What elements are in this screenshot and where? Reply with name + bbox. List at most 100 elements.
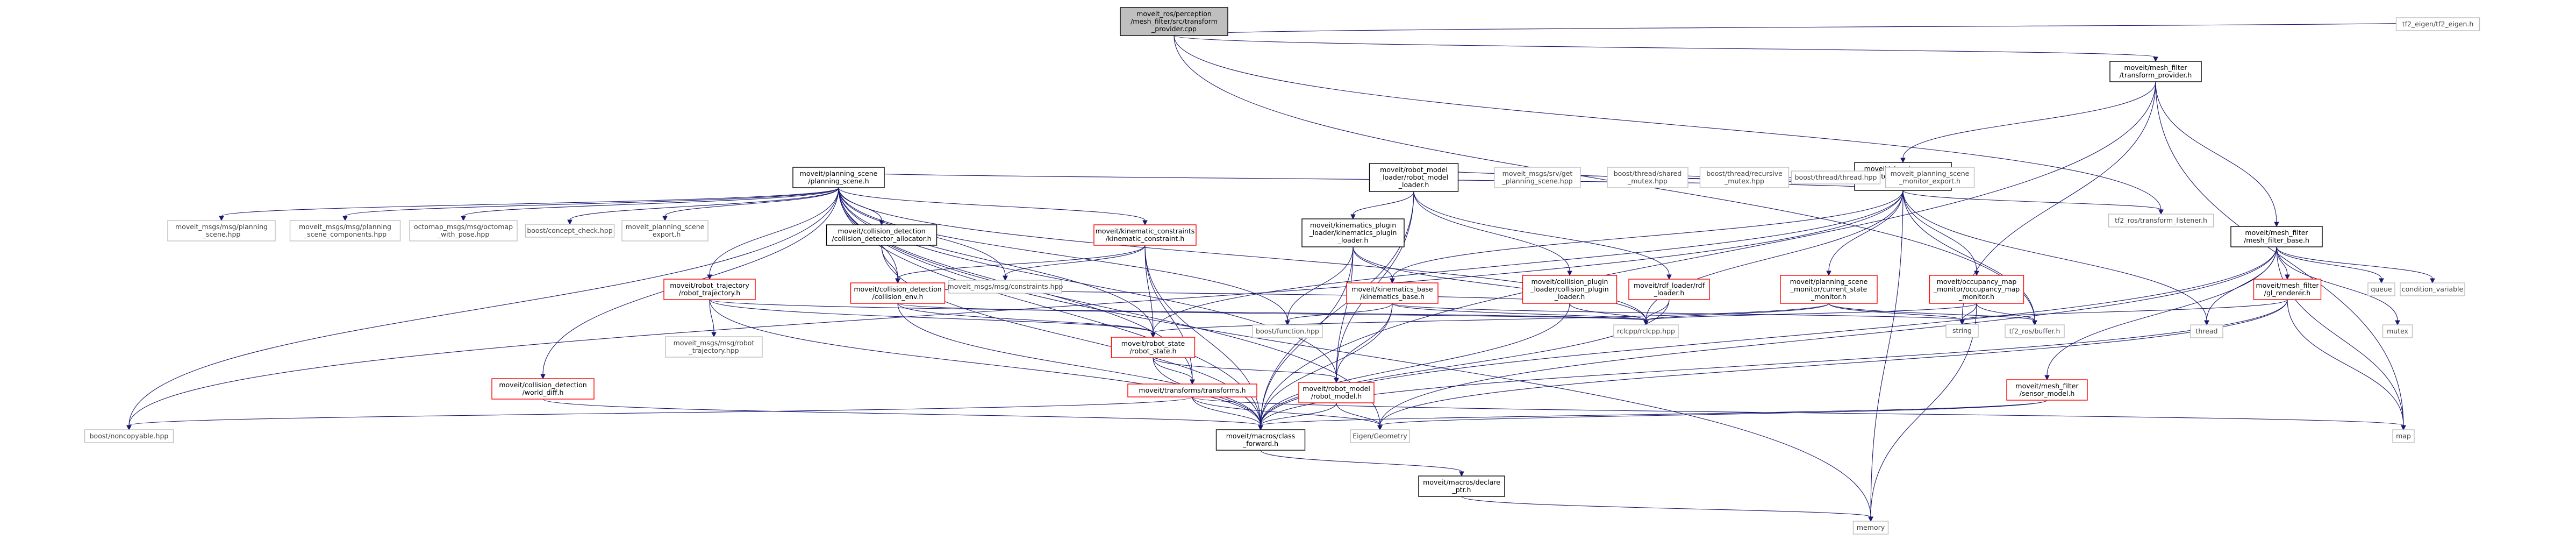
node-tf2buf: tf2_ros/buffer.h — [2005, 324, 2065, 338]
node-label-line: tf2_eigen/tf2_eigen.h — [2402, 20, 2474, 28]
node-box — [1111, 337, 1196, 358]
node-rs[interactable]: moveit/robot_state/robot_state.h — [1111, 337, 1196, 358]
node-label-line: _monitor_export.h — [1899, 177, 1960, 185]
edge-psm-to-memory — [1868, 190, 1904, 522]
node-root[interactable]: moveit_ros/perception/mesh_filter/src/tr… — [1120, 7, 1228, 36]
node-omm[interactable]: moveit/occupancy_map_monitor/occupancy_m… — [1929, 275, 2024, 304]
node-tp[interactable]: moveit/mesh_filter/transform_provider.h — [2109, 61, 2202, 82]
node-mmps: moveit_msgs/srv/get_planning_scene.hpp — [1494, 167, 1581, 188]
node-label-line: queue — [2371, 285, 2392, 293]
node-box — [948, 280, 1062, 294]
edge-ce-to-cf — [897, 303, 1263, 431]
node-dp[interactable]: moveit/macros/declare_ptr.h — [1418, 475, 1505, 497]
node-label-line: moveit/collision_detection — [854, 285, 941, 293]
node-box — [289, 220, 401, 241]
node-label-line: moveit/mesh_filter — [2245, 229, 2308, 237]
node-label-line: moveit/kinematics_base — [1351, 285, 1433, 293]
node-label-line: /robot_model.h — [1311, 392, 1362, 400]
node-label-line: /robot_state.h — [1129, 347, 1176, 355]
node-box — [1418, 475, 1505, 497]
node-condvar: condition_variable — [2400, 282, 2465, 296]
node-label-line: _loader.h — [1654, 289, 1685, 297]
edge-psm-to-csm — [1826, 190, 1904, 276]
node-label-line: moveit/mesh_filter — [2256, 281, 2319, 289]
node-label-line: moveit/transforms/transforms.h — [1139, 386, 1246, 394]
node-label-line: _scene_components.hpp — [303, 230, 387, 238]
node-mfb[interactable]: moveit/mesh_filter/mesh_filter_base.h — [2230, 226, 2323, 247]
node-ps[interactable]: moveit/planning_scene/planning_scene.h — [792, 167, 885, 188]
node-label-line: moveit/kinematic_constraints — [1096, 227, 1195, 235]
node-label-line: tf2_ros/buffer.h — [2009, 327, 2060, 335]
edge-ps-to-bfunc — [838, 187, 1290, 326]
node-label-line: /world_diff.h — [523, 388, 564, 396]
edge-mfb-to-mutex — [2276, 246, 2400, 326]
node-tf2listener: tf2_ros/transform_listener.h — [2108, 214, 2214, 228]
node-rm[interactable]: moveit/robot_model/robot_model.h — [1298, 382, 1375, 403]
node-cpl[interactable]: moveit/collision_plugin_loader/collision… — [1522, 275, 1618, 304]
node-box — [1494, 167, 1581, 188]
node-mmconstr: moveit_msgs/msg/constraints.hpp — [948, 280, 1063, 294]
node-box — [665, 336, 763, 358]
node-label-line: /kinematic_constraint.h — [1106, 235, 1185, 243]
node-glr[interactable]: moveit/mesh_filter/gl_renderer.h — [2253, 279, 2322, 300]
edge-ps-to-rcl — [838, 187, 1649, 326]
node-wd[interactable]: moveit/collision_detection/world_diff.h — [491, 378, 595, 400]
edge-dp-to-memory — [1461, 496, 1873, 522]
node-box — [2005, 324, 2065, 338]
node-box — [491, 378, 595, 400]
edge-ps-to-concept — [567, 187, 839, 225]
edge-mfb-to-thread — [2204, 246, 2277, 326]
edge-tp-to-map — [2155, 81, 2406, 431]
node-label-line: moveit/macros/declare — [1423, 478, 1500, 486]
node-label-line: /kinematics_base.h — [1360, 293, 1425, 301]
node-box — [1127, 383, 1257, 397]
node-label-line: moveit/planning_scene — [800, 169, 878, 177]
edge-sm-to-eigen — [1377, 400, 2048, 431]
node-cf[interactable]: moveit/macros/class_forward.h — [1215, 429, 1306, 451]
node-kb[interactable]: moveit/kinematics_base/kinematics_base.h — [1346, 282, 1439, 304]
node-box — [1780, 275, 1878, 304]
node-label-line: moveit_msgs/msg/planning — [175, 223, 268, 231]
node-rdf[interactable]: moveit/rdf_loader/rdf_loader.h — [1628, 279, 1710, 300]
node-box — [1369, 163, 1459, 192]
node-label-line: Eigen/Geometry — [1353, 432, 1407, 440]
node-box — [2108, 214, 2214, 228]
edge-rml-to-rdf — [1413, 191, 1672, 280]
node-label-line: moveit_msgs/srv/get — [1502, 169, 1573, 177]
node-kpl[interactable]: moveit/kinematics_plugin_loader/kinemati… — [1301, 218, 1405, 247]
node-psexport: moveit_planning_scene_export.h — [621, 220, 709, 241]
node-mutex: mutex — [2382, 324, 2413, 338]
node-label-line: boost/thread/shared — [1614, 169, 1682, 177]
node-bfunc: boost/function.hpp — [1252, 324, 1323, 338]
node-ce[interactable]: moveit/collision_detection/collision_env… — [850, 282, 946, 304]
node-tr[interactable]: moveit/transforms/transforms.h — [1127, 383, 1257, 397]
node-box — [1929, 275, 2024, 304]
edge-tp-to-mfb — [2155, 81, 2279, 228]
node-box — [2006, 379, 2088, 401]
node-thread: thread — [2190, 324, 2223, 338]
node-label-line: /collision_detector_allocator.h — [832, 235, 931, 243]
edge-tr-to-noncopy — [126, 396, 1193, 431]
node-kc[interactable]: moveit/kinematic_constraints/kinematic_c… — [1093, 224, 1197, 246]
node-label-line: moveit_planning_scene — [1891, 169, 1970, 177]
node-label-line: _loader/robot_model — [1379, 173, 1448, 181]
edge-rt-to-rs — [709, 299, 1156, 338]
edge-kc-to-ce — [895, 245, 1146, 284]
node-label-line: moveit/planning_scene — [1790, 278, 1868, 286]
node-box — [2382, 324, 2413, 338]
edge-psm-to-tf2listener — [1902, 190, 2164, 215]
node-cda[interactable]: moveit/collision_detection/collision_det… — [826, 224, 938, 246]
node-sm[interactable]: moveit/mesh_filter/sensor_model.h — [2006, 379, 2088, 401]
node-tf2eigen: tf2_eigen/tf2_eigen.h — [2395, 17, 2480, 31]
node-map: map — [2392, 429, 2415, 443]
node-label-line: /sensor_model.h — [2020, 389, 2075, 397]
node-rml[interactable]: moveit/robot_model_loader/robot_model_lo… — [1369, 163, 1459, 192]
node-label-line: _trajectory.hpp — [688, 346, 739, 354]
node-box — [1350, 429, 1410, 443]
edge-kpl-to-kb — [1353, 246, 1395, 284]
node-label-line: moveit/robot_trajectory — [670, 281, 749, 289]
node-rt[interactable]: moveit/robot_trajectory/robot_trajectory… — [663, 279, 756, 300]
edge-cpl-to-rcl — [1569, 303, 1649, 326]
node-csm[interactable]: moveit/planning_scene_monitor/current_st… — [1780, 275, 1878, 304]
node-mmpsh: moveit_msgs/msg/planning_scene.hpp — [167, 220, 276, 241]
